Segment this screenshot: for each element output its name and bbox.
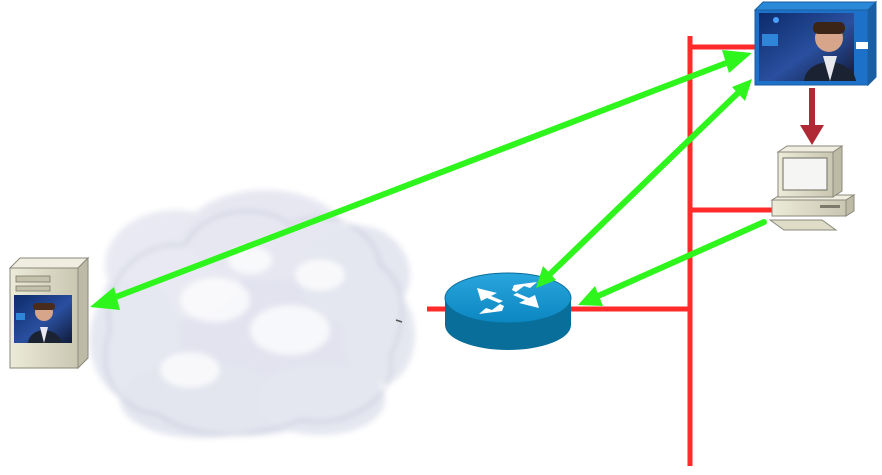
internet-cloud (90, 190, 415, 438)
flow-arrows (90, 50, 767, 310)
network-cables (427, 36, 772, 466)
cable-tick (395, 319, 403, 323)
video-station (753, 0, 878, 87)
router-icon (444, 272, 572, 350)
arrow-video-to-pc (800, 88, 824, 145)
flow-server-video-station (90, 50, 752, 310)
flow-pc-router (578, 219, 767, 306)
server-icon (8, 256, 90, 370)
desktop-computer-icon (768, 145, 856, 231)
flow-router-video-station (536, 79, 752, 288)
